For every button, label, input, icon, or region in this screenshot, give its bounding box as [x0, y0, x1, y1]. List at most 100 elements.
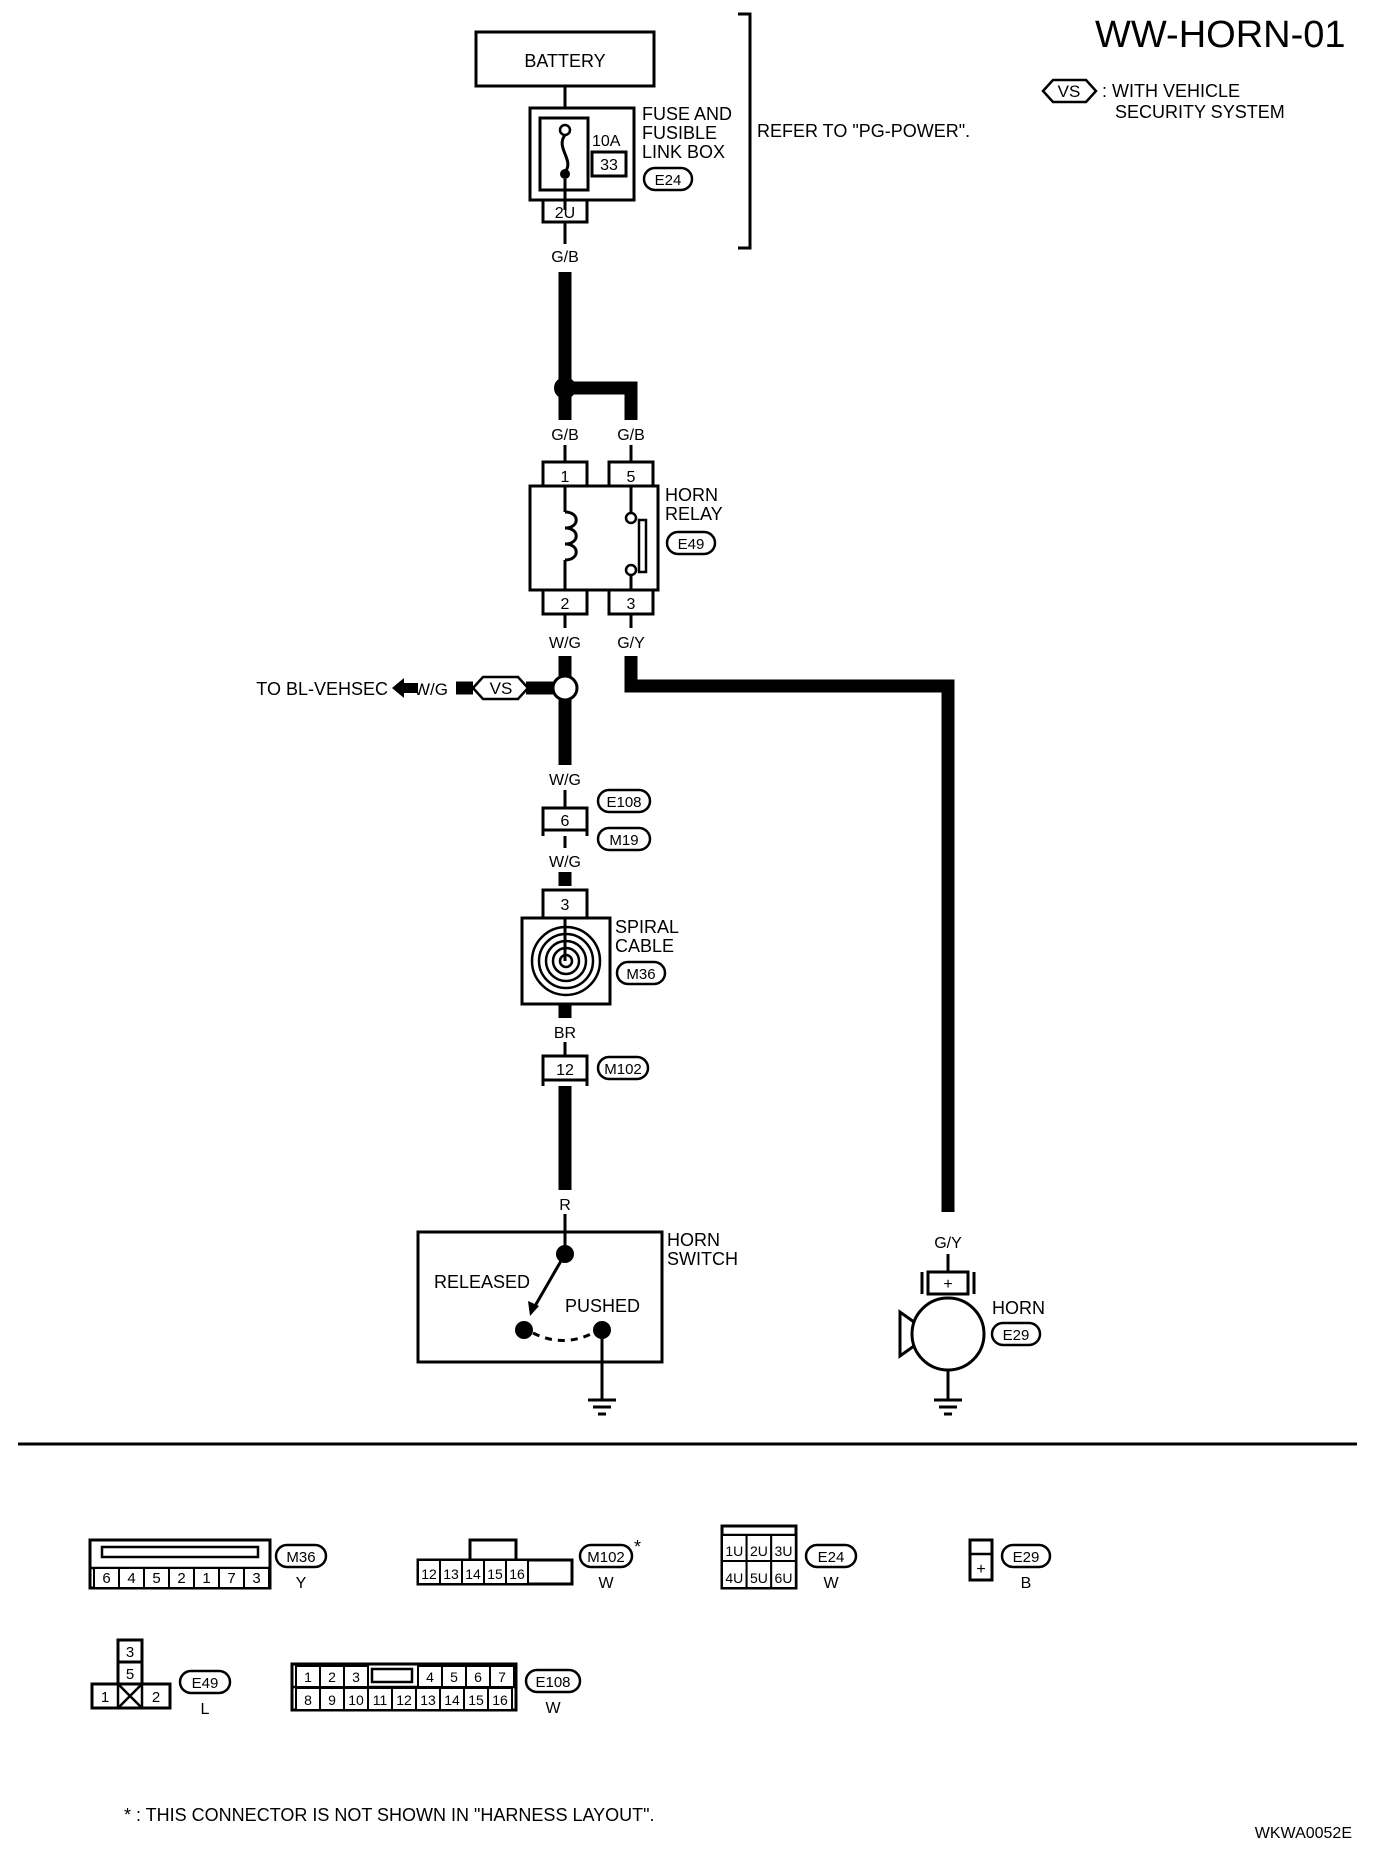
pin-label: 12: [421, 1566, 437, 1582]
relay-terminal-1: 1: [561, 469, 570, 486]
m102-color: W: [598, 1575, 614, 1592]
wire-gb-main: G/B: [551, 249, 579, 266]
horn-switch: RELEASED PUSHED: [416, 1230, 664, 1416]
switch-label-1: HORN: [667, 1230, 720, 1250]
m36-color: Y: [296, 1575, 307, 1592]
connector-e29: + E29 B: [968, 1538, 1052, 1592]
wire-wg-1: W/G: [549, 635, 581, 652]
fuse-box-label-1: FUSE AND: [642, 104, 732, 124]
wire-br: BR: [554, 1025, 576, 1042]
e49-pin-1: 1: [101, 1689, 109, 1706]
e108-name: E108: [535, 1674, 570, 1691]
branch-arrow: [392, 678, 418, 698]
pin-cell: [721, 1534, 748, 1562]
pin-label: 2: [177, 1570, 185, 1587]
wire-gy-horn: G/Y: [934, 1235, 962, 1252]
spiral-cable: 3: [520, 888, 612, 1006]
relay-terminal-3: 3: [627, 596, 636, 613]
m36-name: M36: [286, 1549, 315, 1566]
switch-released: RELEASED: [434, 1272, 530, 1292]
e49-pin-5: 5: [126, 1666, 134, 1683]
switch-label-2: SWITCH: [667, 1249, 738, 1269]
pin-label: 14: [444, 1692, 460, 1708]
fuse-box-connector: E24: [655, 172, 682, 189]
e49-pin-2: 2: [152, 1689, 160, 1706]
footnote: * : THIS CONNECTOR IS NOT SHOWN IN "HARN…: [124, 1805, 655, 1825]
legend-badge: VS: [1058, 82, 1081, 101]
m102-asterisk: *: [634, 1537, 641, 1557]
pin-label: 10: [348, 1692, 364, 1708]
spiral-terminal: 3: [561, 897, 570, 914]
branch-text: TO BL-VEHSEC: [256, 679, 388, 699]
fuse-box-label-2: FUSIBLE: [642, 123, 717, 143]
e24-color: W: [823, 1575, 839, 1592]
horn: +: [898, 1270, 986, 1416]
pin-label: 3U: [775, 1543, 793, 1559]
pin-label: 16: [509, 1566, 525, 1582]
e49-color: L: [201, 1701, 210, 1718]
pin-cell: [770, 1534, 797, 1562]
wire-wg-2: W/G: [549, 772, 581, 789]
pin-cell: [505, 1559, 529, 1585]
pin-label: 9: [328, 1692, 336, 1708]
pin-label: 7: [227, 1570, 235, 1587]
pin-label: 2U: [750, 1543, 768, 1559]
battery-label: BATTERY: [524, 51, 605, 71]
switch-pushed: PUSHED: [565, 1296, 640, 1316]
pin-label: 13: [420, 1692, 436, 1708]
spiral-connector: M36: [626, 966, 655, 983]
refer-text: REFER TO "PG-POWER".: [757, 121, 970, 141]
fuse-box-label-3: LINK BOX: [642, 142, 725, 162]
e29-pin: +: [976, 1561, 985, 1578]
pin-label: 7: [498, 1669, 506, 1685]
fuse-number: 33: [600, 157, 618, 174]
relay-terminal-5: 5: [627, 469, 636, 486]
wire-r: R: [559, 1197, 571, 1214]
pin-label: 12: [396, 1692, 412, 1708]
pin-label: 15: [468, 1692, 484, 1708]
pin-label: 8: [304, 1692, 312, 1708]
spiral-label-2: CABLE: [615, 936, 674, 956]
horn-relay: 1 5 2 3: [528, 460, 660, 616]
pin-label: 4: [127, 1570, 135, 1587]
pin-cell: [745, 1560, 773, 1589]
pin-label: 5: [152, 1570, 160, 1587]
pin-label: 4U: [725, 1570, 743, 1586]
pin-label: 6U: [775, 1570, 793, 1586]
branch-badge: VS: [490, 679, 513, 698]
wire-wg-3: W/G: [549, 854, 581, 871]
wire-wg-branch: W/G: [414, 680, 448, 699]
e29-color: B: [1021, 1575, 1032, 1592]
horn-connector: E29: [1003, 1327, 1030, 1344]
pin-label: 13: [443, 1566, 459, 1582]
e24-name: E24: [818, 1549, 845, 1566]
fuse-box: 10A 33 2U: [528, 106, 636, 224]
pin-label: 1: [304, 1669, 312, 1685]
legend: VS : WITH VEHICLE SECURITY SYSTEM: [1041, 78, 1285, 122]
pin-label: 16: [492, 1692, 508, 1708]
relay-terminal-2: 2: [561, 596, 570, 613]
diagram-title: WW-HORN-01: [1095, 14, 1346, 56]
pin-cell: [770, 1560, 797, 1589]
e49-pin-3: 3: [126, 1644, 134, 1661]
m102-connector: M102: [604, 1061, 642, 1078]
relay-label-2: RELAY: [665, 504, 723, 524]
relay-connector: E49: [678, 536, 705, 553]
wire-gb-left: G/B: [551, 427, 579, 444]
pin-label: 1U: [725, 1543, 743, 1559]
pin-label: 4: [426, 1669, 434, 1685]
branch-joint: [551, 674, 579, 702]
e29-name: E29: [1013, 1549, 1040, 1566]
pin-label: 5: [450, 1669, 458, 1685]
relay-label-1: HORN: [665, 485, 718, 505]
fuse-amps: 10A: [592, 133, 621, 150]
battery-box: [474, 30, 656, 88]
pin-label: 3: [252, 1570, 260, 1587]
legend-line1: : WITH VEHICLE: [1102, 81, 1240, 101]
pin-label: 1: [202, 1570, 210, 1587]
m102-terminal: 12: [556, 1062, 574, 1079]
horn-label: HORN: [992, 1298, 1045, 1318]
